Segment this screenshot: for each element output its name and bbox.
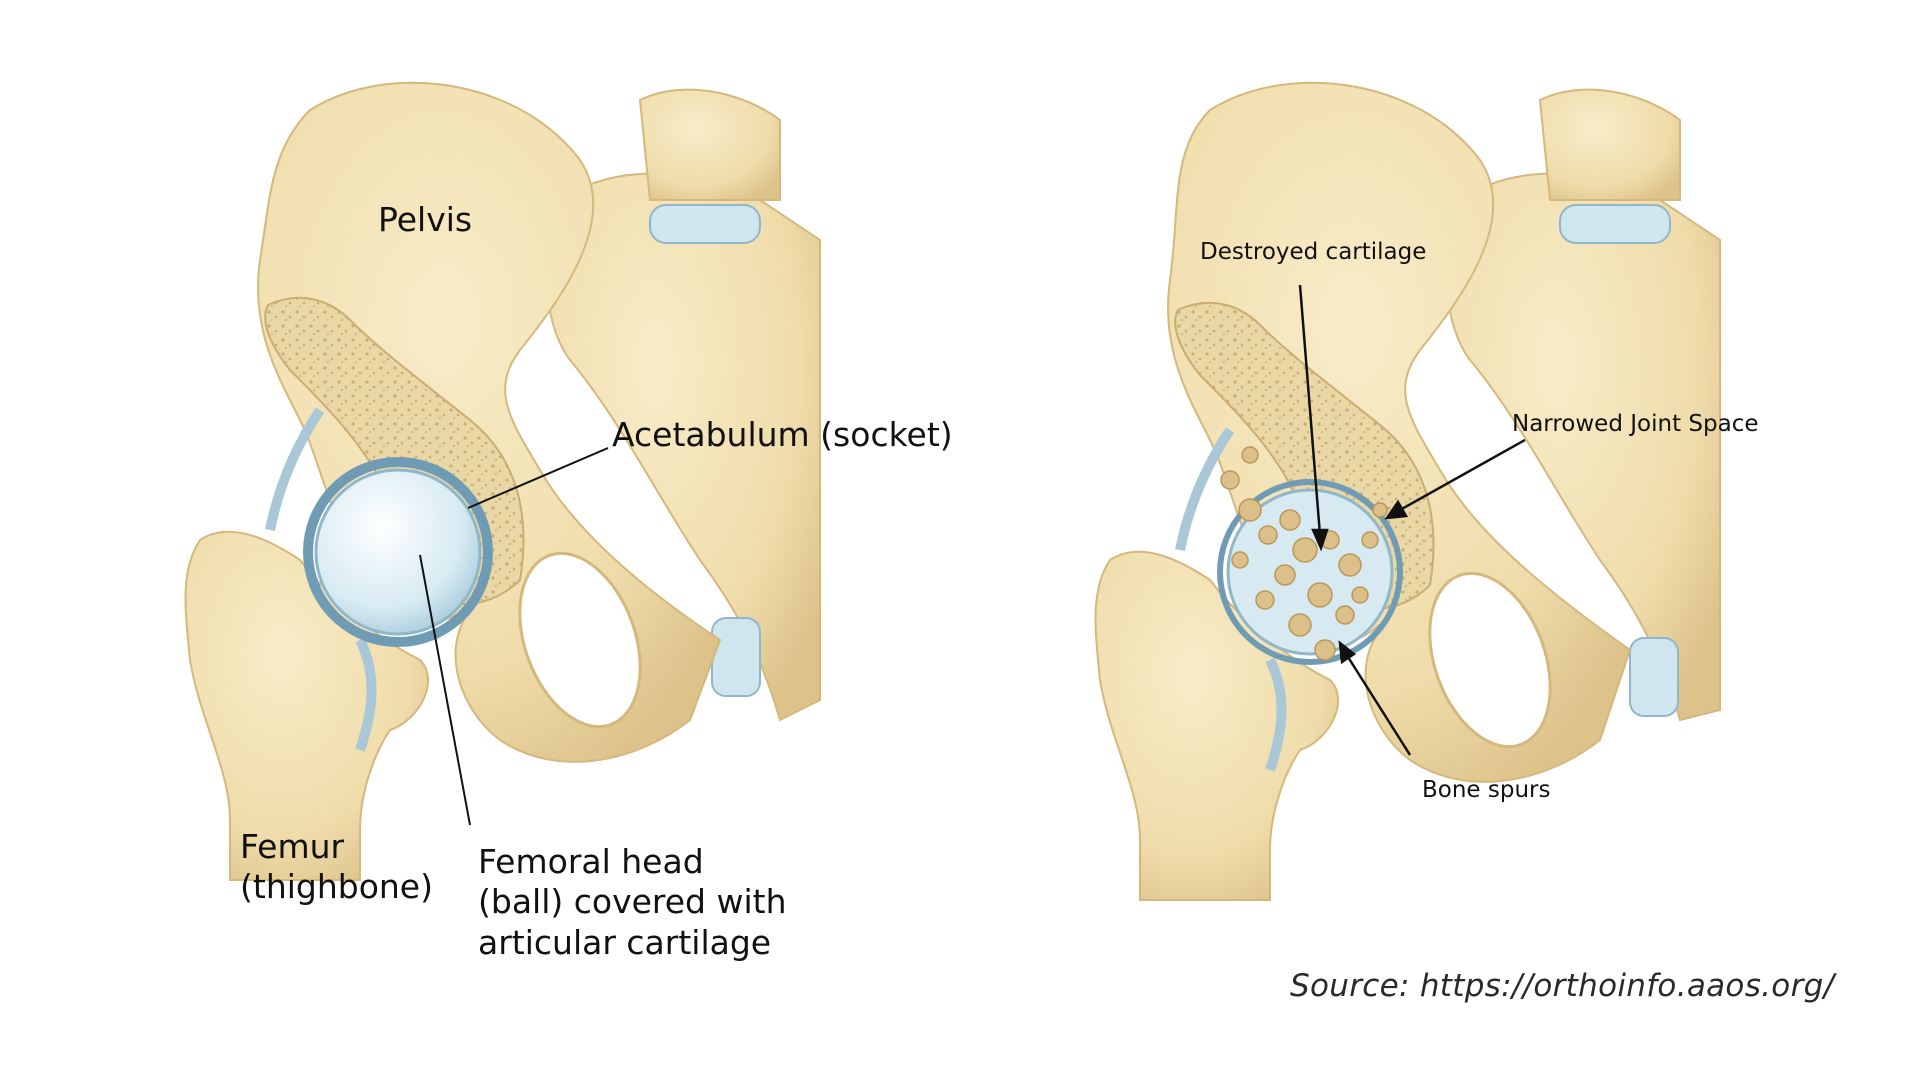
- left-femur: [184, 530, 430, 881]
- destroyed-cartilage-label: Destroyed cartilage: [1200, 239, 1427, 265]
- left-vertebra: [638, 88, 781, 201]
- acetabulum-label: Acetabulum (socket): [612, 415, 953, 454]
- femoral-head-pointer: [419, 554, 471, 826]
- femur-label-line-1: Femur: [240, 827, 345, 866]
- source-citation: Source: https://orthoinfo.aaos.org/: [1290, 968, 1835, 1004]
- femoral-head-label: Femoral head (ball) covered with articul…: [478, 842, 787, 963]
- right-pubic-symphysis: [1629, 637, 1679, 717]
- acetabulum-pointer: [467, 447, 609, 509]
- femoral-head-label-line-2: (ball) covered with: [478, 882, 787, 922]
- right-vertebral-disc: [1559, 204, 1671, 244]
- left-femoral-head: [314, 468, 482, 636]
- left-acetabulum: [303, 457, 493, 647]
- left-vertebral-disc: [649, 204, 761, 244]
- bone-spurs-cluster: [1220, 446, 1388, 661]
- right-femur: [1094, 550, 1340, 901]
- pelvis-label: Pelvis: [378, 200, 473, 239]
- right-vertebra: [1538, 88, 1681, 201]
- narrowed-joint-space-label: Narrowed Joint Space: [1512, 411, 1759, 437]
- right-hip-drawing: [1094, 81, 1721, 901]
- right-acetabulum: [1217, 479, 1403, 665]
- left-obturator-foramen: [518, 551, 642, 729]
- femur-label: Femur (thighbone): [240, 827, 433, 908]
- right-pointer-arrows: [1298, 284, 1526, 756]
- femoral-head-label-line-1: Femoral head: [478, 842, 704, 881]
- right-obturator-foramen: [1428, 571, 1552, 749]
- bone-spurs-label: Bone spurs: [1422, 777, 1551, 803]
- left-pubic-symphysis: [711, 617, 761, 697]
- left-hip-drawing: [184, 81, 821, 881]
- femoral-head-label-line-3: articular cartilage: [478, 922, 772, 962]
- femur-label-line-2: (thighbone): [240, 867, 433, 907]
